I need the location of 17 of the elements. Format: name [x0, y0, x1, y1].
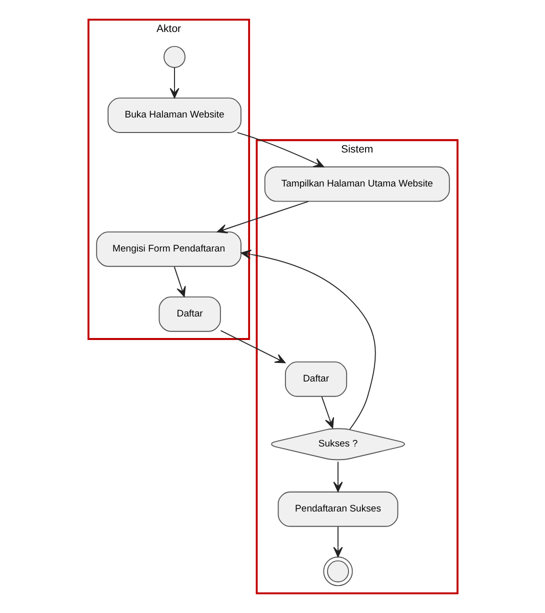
arrow	[332, 526, 342, 558]
node-box: Daftar	[284, 361, 347, 397]
node-box: Mengisi Form Pendaftaran	[96, 231, 241, 267]
node-circle	[322, 556, 352, 586]
arrow	[169, 67, 179, 98]
node-box: Daftar	[158, 296, 220, 332]
arrow	[216, 200, 308, 234]
node-circle	[163, 46, 186, 68]
arrow	[240, 250, 376, 430]
arrow	[173, 266, 186, 297]
arrow	[332, 461, 342, 492]
node-box: Buka Halaman Website	[107, 98, 241, 133]
arrow	[220, 330, 286, 364]
node-box: Tampilkan Halaman Utama Website	[264, 166, 450, 202]
node-box: Pendaftaran Sukses	[277, 492, 398, 527]
arrow	[236, 132, 324, 168]
arrow	[320, 396, 334, 428]
